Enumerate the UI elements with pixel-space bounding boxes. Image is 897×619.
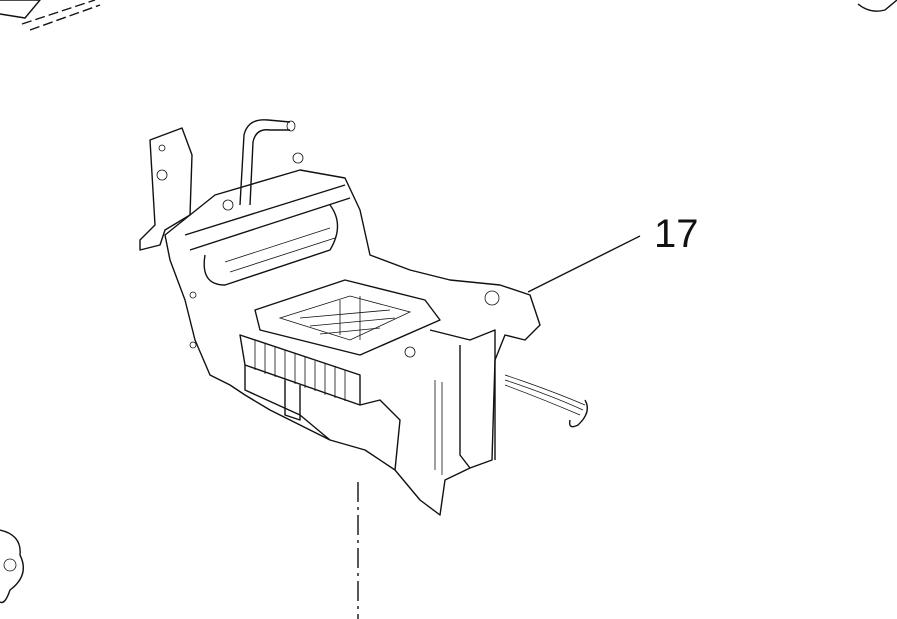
part-callout-number: 17	[654, 212, 699, 256]
partial-part-top-left	[0, 0, 101, 31]
print-head-carriage-assembly	[139, 119, 588, 516]
partial-part-top-right	[857, 0, 897, 12]
partial-gear-bottom-left	[0, 529, 24, 604]
callout-leader-line	[527, 235, 641, 293]
